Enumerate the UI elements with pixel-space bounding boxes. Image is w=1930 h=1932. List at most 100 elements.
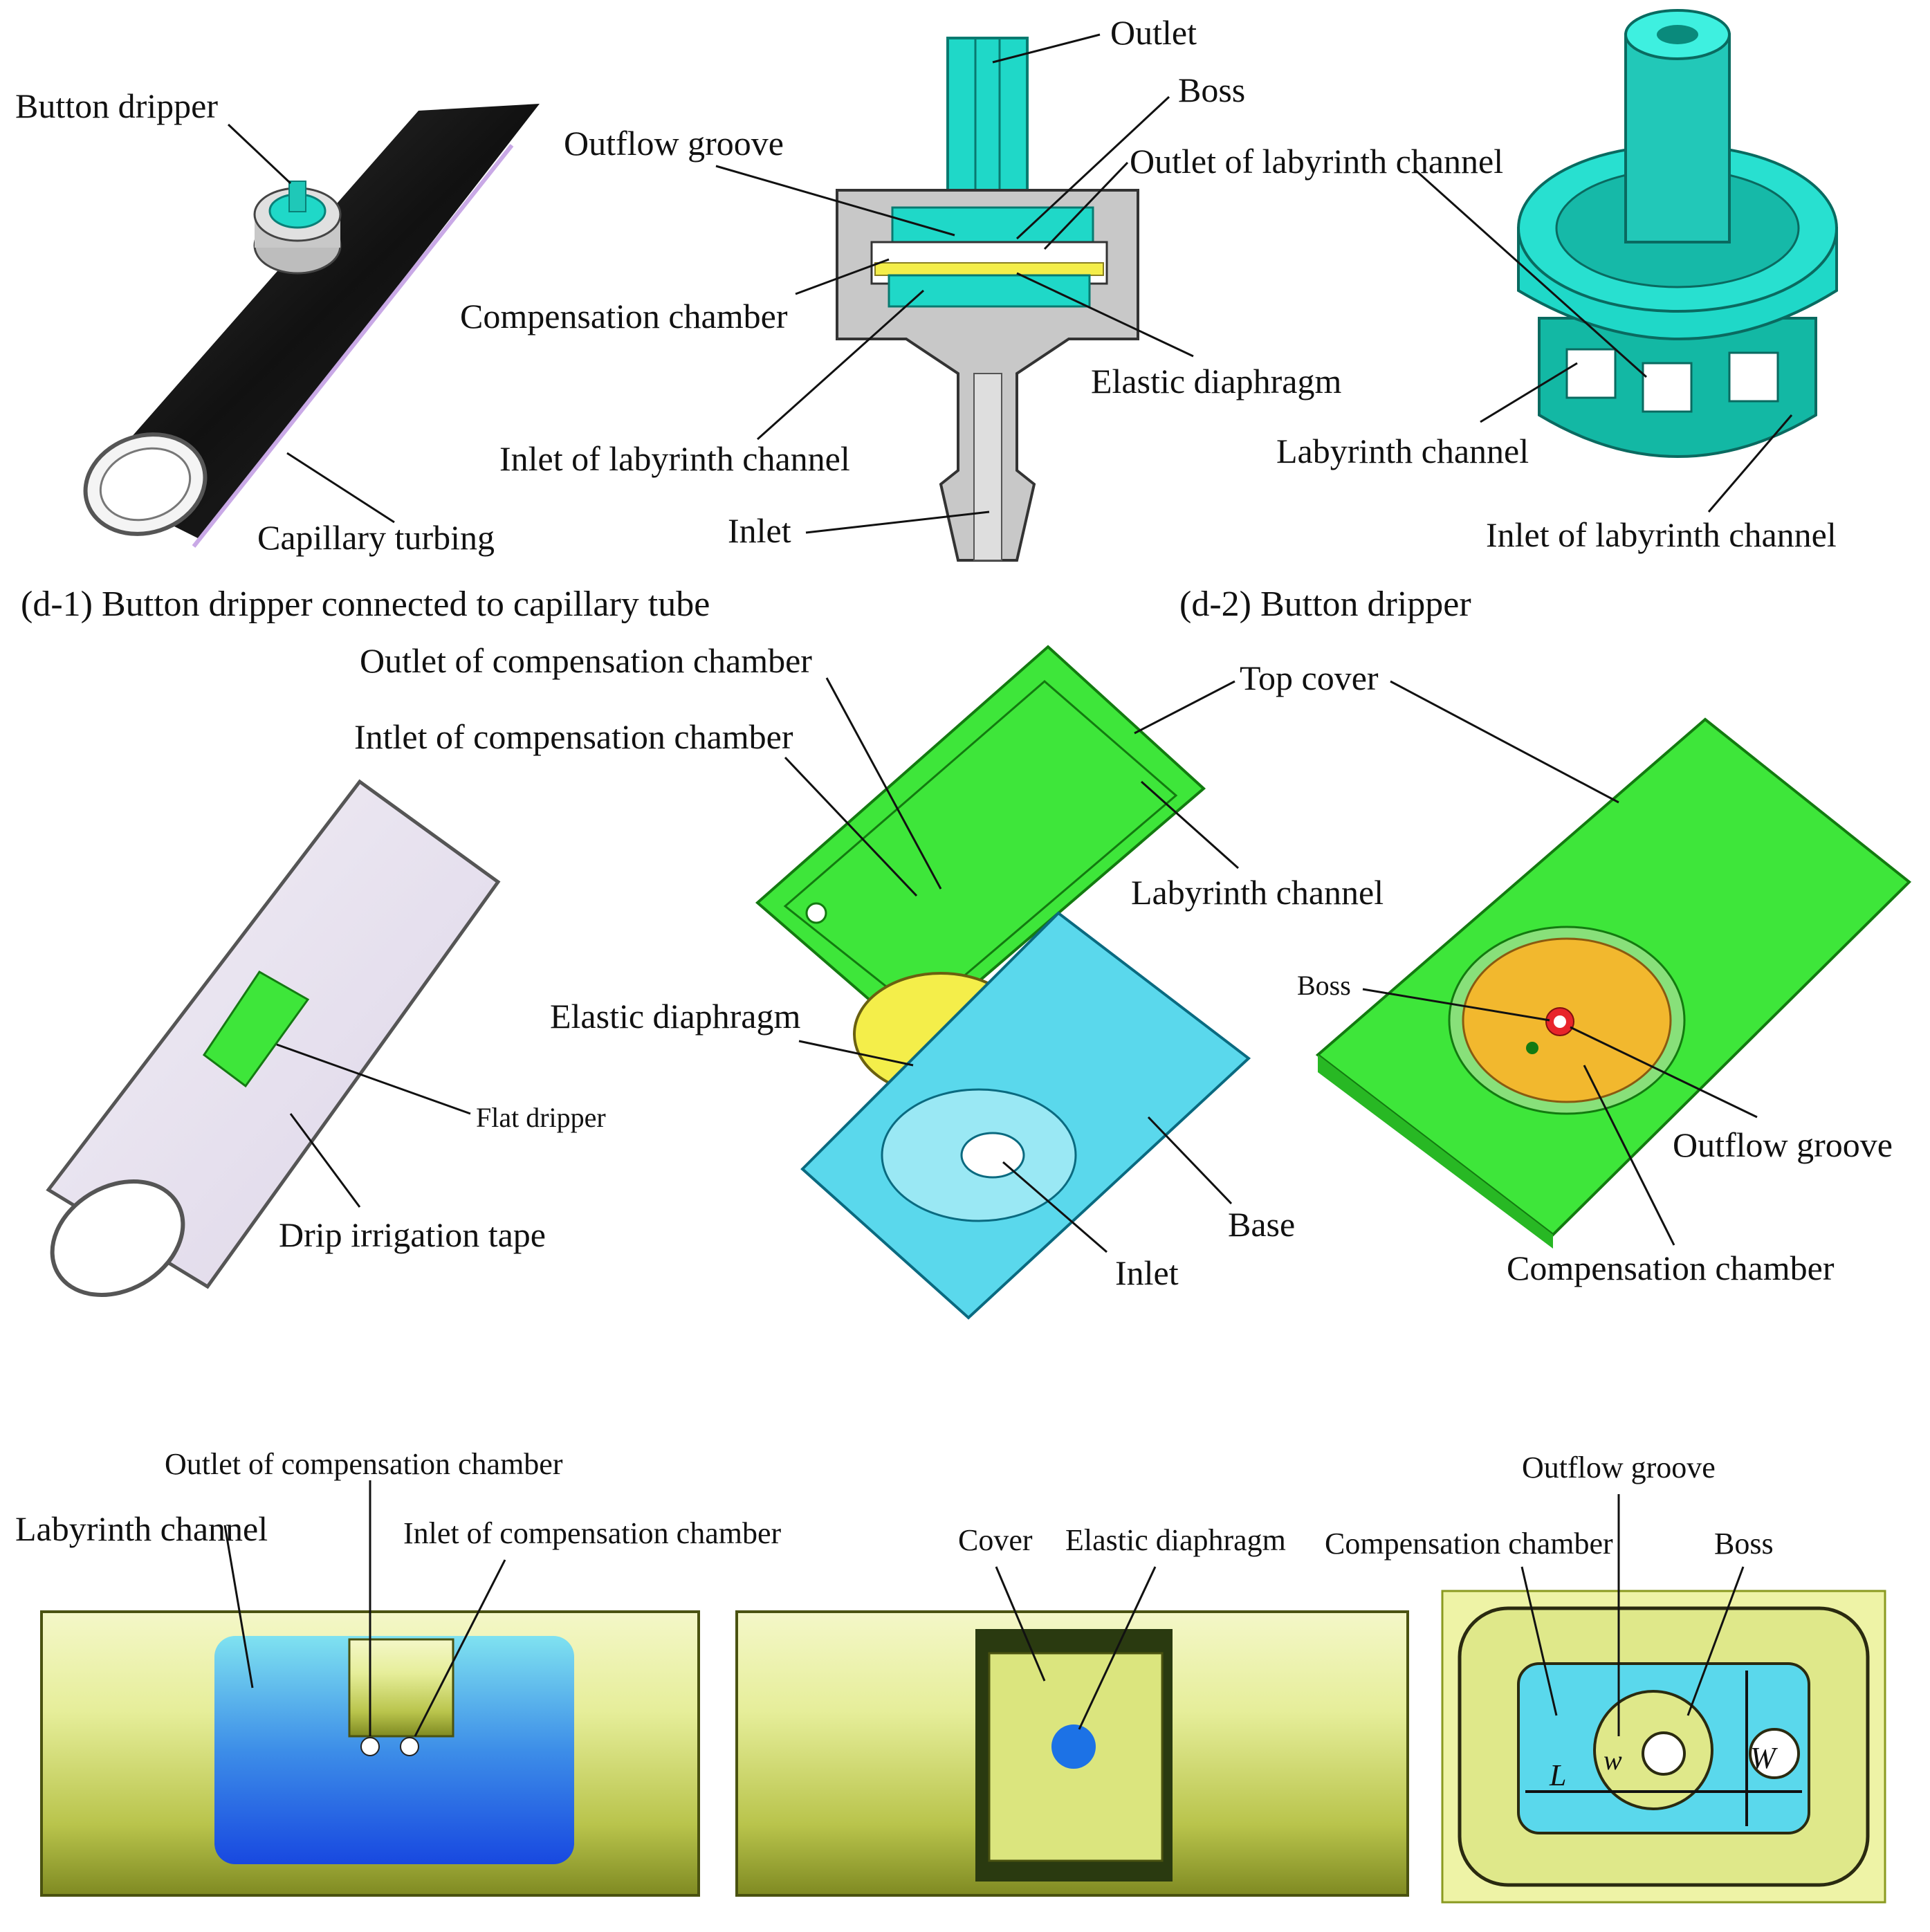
button-dripper-iso	[1517, 9, 1838, 458]
label-drip-irrigation-tape: Drip irrigation tape	[279, 1215, 546, 1254]
lower-chamber-section	[888, 274, 1091, 308]
inlet-bore	[973, 373, 1002, 561]
leader-outlet-laby	[1043, 161, 1129, 250]
cylindrical-dripper-middle	[735, 1610, 1409, 1897]
chamber-inlet-dot	[400, 1737, 419, 1756]
leader-cover	[995, 1566, 1046, 1682]
flat-dripper-in-tape	[202, 970, 310, 1088]
chamber-outlet-dot	[360, 1737, 380, 1756]
leader-laby-cyl	[223, 1525, 254, 1689]
label-inlet-of-compensation-chamber-cyl: Inlet of compensation chamber	[403, 1516, 782, 1550]
dripper-cross-section	[836, 37, 1139, 562]
elastic-diaphragm-section	[874, 262, 1104, 276]
label-labyrinth-channel-cyl: Labyrinth channel	[15, 1509, 268, 1548]
leader-top-cover-b	[1390, 680, 1619, 804]
leader-iso-outlet-laby	[1413, 168, 1648, 378]
label-top-cover: Top cover	[1240, 659, 1379, 697]
label-dim-w: w	[1603, 1745, 1622, 1776]
drip-tape-drawing	[46, 779, 501, 1297]
label-capillary-turbing: Capillary turbing	[257, 518, 495, 557]
label-compensation-chamber-cyl: Compensation chamber	[1325, 1527, 1613, 1561]
label-compensation-chamber-flat: Compensation chamber	[1507, 1249, 1835, 1287]
labyrinth-outline	[783, 680, 1178, 1015]
label-inlet: Inlet	[728, 511, 791, 550]
label-intlet-of-compensation-chamber: Intlet of compensation chamber	[354, 717, 793, 756]
leader-outlet	[992, 33, 1101, 64]
leader-comp-chamber	[795, 258, 890, 295]
iso-window-3	[1728, 351, 1779, 403]
caption-d1: (d-1) Button dripper connected to capill…	[21, 585, 710, 624]
label-boss-cyl: Boss	[1714, 1527, 1774, 1561]
label-labyrinth-channel-flat: Labyrinth channel	[1131, 873, 1384, 912]
label-labyrinth-channel-iso: Labyrinth channel	[1276, 432, 1529, 470]
label-button-dripper: Button dripper	[15, 86, 219, 125]
label-elastic-diaphragm-flat: Elastic diaphragm	[550, 997, 801, 1036]
label-outflow-groove-cyl: Outflow groove	[1522, 1451, 1716, 1484]
leader-elastic-cyl	[1078, 1566, 1157, 1730]
label-dim-W: W	[1750, 1741, 1776, 1775]
tube-highlight	[192, 144, 514, 548]
label-dim-L: L	[1550, 1758, 1567, 1792]
leader-inlet-laby	[756, 289, 925, 441]
leader-button-dripper	[227, 123, 292, 185]
leader-flat-dripper	[276, 1043, 471, 1115]
caption-d2: (d-2) Button dripper	[1179, 585, 1471, 624]
label-boss: Boss	[1178, 71, 1246, 109]
outflow-hole	[1526, 1042, 1538, 1054]
top-cover-plate	[755, 645, 1206, 1040]
iso-stem-bore	[1657, 25, 1698, 44]
capillary-tube-body	[90, 104, 540, 540]
boss-detail-hole	[1642, 1731, 1686, 1776]
leader-lines	[223, 33, 1793, 1737]
label-outlet: Outlet	[1110, 13, 1197, 52]
label-flat-dripper: Flat dripper	[476, 1102, 606, 1133]
leader-inlet-comp-cyl	[414, 1559, 506, 1737]
leader-top-cover-a	[1134, 680, 1235, 735]
capillary-tube-drawing	[83, 104, 540, 548]
leader-comp-flat	[1583, 1065, 1675, 1246]
leader-inlet-flat	[1002, 1161, 1108, 1253]
leader-labyrinth	[1141, 780, 1239, 870]
label-compensation-chamber: Compensation chamber	[460, 297, 788, 335]
leader-capillary	[286, 452, 395, 524]
leader-boss-cyl	[1687, 1566, 1745, 1716]
iso-outlet-stem	[1624, 33, 1731, 243]
leader-boss-flat	[1362, 988, 1550, 1022]
label-boss-flat: Boss	[1297, 970, 1351, 1001]
leader-comp-cyl	[1520, 1566, 1558, 1716]
leader-inlet	[805, 510, 990, 534]
outlet-nozzle	[946, 37, 1029, 212]
cylindrical-dripper-right	[1441, 1590, 1886, 1904]
leader-base	[1147, 1116, 1233, 1205]
leader-outflow-flat	[1570, 1026, 1758, 1119]
label-inlet-of-labyrinth-channel: Inlet of labyrinth channel	[499, 439, 850, 478]
label-outflow-groove: Outflow groove	[564, 124, 784, 163]
label-outflow-groove-flat: Outflow groove	[1673, 1125, 1893, 1164]
label-elastic-diaphragm-cyl: Elastic diaphragm	[1065, 1523, 1286, 1557]
label-outlet-of-labyrinth-channel: Outlet of labyrinth channel	[1130, 142, 1504, 181]
button-dripper-nozzle	[288, 181, 306, 212]
leader-outflow-groove	[715, 165, 955, 237]
leader-intlet-comp	[784, 756, 918, 897]
elastic-diaphragm-dot	[1051, 1724, 1096, 1769]
outlet-detail-hole	[1749, 1728, 1800, 1779]
label-inlet-of-labyrinth-channel-iso: Inlet of labyrinth channel	[1486, 515, 1837, 554]
upper-cap-section	[891, 206, 1094, 243]
leader-drip-tape	[289, 1113, 361, 1208]
cover-hole	[805, 902, 827, 924]
chamber-box	[348, 1638, 454, 1738]
label-outlet-of-compensation-chamber-cyl: Outlet of compensation chamber	[165, 1447, 563, 1481]
leader-elastic	[1016, 272, 1194, 358]
leader-boss	[1015, 95, 1170, 240]
iso-window-1	[1565, 348, 1617, 399]
iso-window-2	[1642, 362, 1693, 413]
tube-bore	[99, 447, 192, 522]
leader-iso-laby	[1480, 362, 1578, 423]
label-elastic-diaphragm: Elastic diaphragm	[1091, 362, 1342, 401]
top-cover-iso	[1315, 717, 1912, 1249]
labyrinth-channel-region	[214, 1636, 574, 1864]
leader-outlet-comp	[825, 677, 942, 890]
label-inlet-flat: Inlet	[1115, 1253, 1179, 1292]
label-base: Base	[1228, 1205, 1296, 1244]
